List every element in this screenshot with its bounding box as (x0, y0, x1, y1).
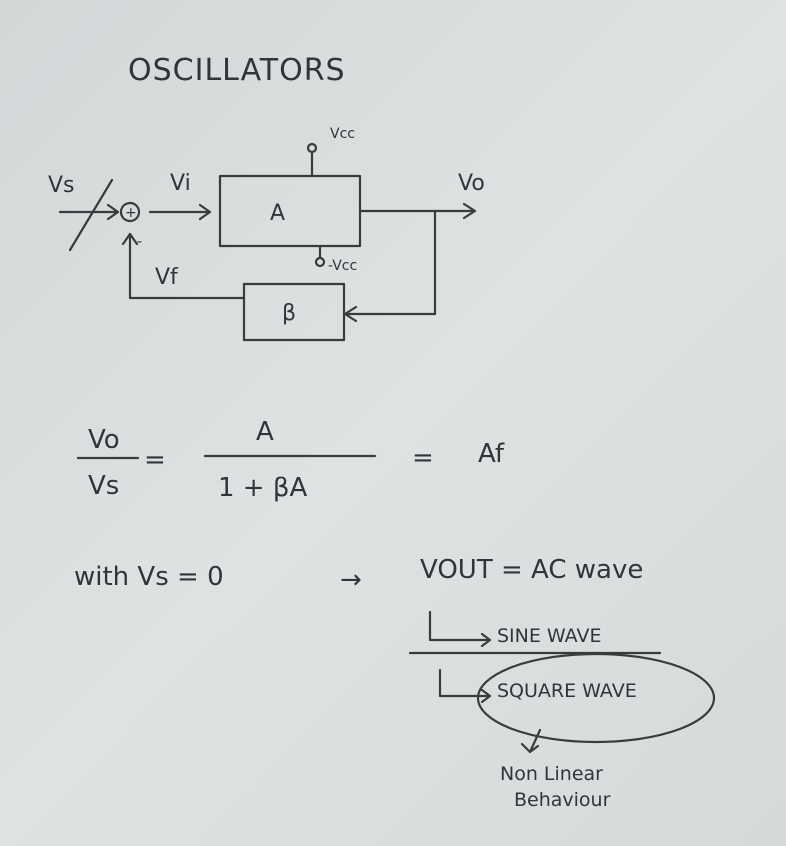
lhs-numerator: Vo (88, 425, 120, 455)
circle-highlight (476, 652, 716, 744)
vcc-terminal (306, 142, 318, 154)
feedback-path (343, 209, 437, 323)
block-diagram: Vs + - Vi A Vcc -Vcc Vo β Vf (48, 126, 485, 342)
lhs-denominator: Vs (88, 471, 119, 501)
rhs-denominator: 1 + βA (218, 473, 307, 503)
strike-line (68, 178, 114, 252)
gain-equation: Vo Vs = A 1 + βA = Af (76, 417, 505, 503)
note-line-2: Behaviour (514, 789, 611, 811)
vf-label: Vf (155, 265, 179, 290)
input-arrow (58, 203, 120, 221)
input-label: Vs (48, 173, 75, 198)
rhs-numerator: A (256, 417, 274, 447)
neg-vcc-terminal (314, 256, 326, 268)
condition-arrow: → (340, 565, 362, 595)
equals-2: = (412, 443, 434, 473)
amplifier-block (218, 174, 362, 248)
feedback-label: β (282, 301, 296, 326)
feedback-block (242, 282, 346, 342)
output-arrow (358, 202, 477, 220)
condition-result: VOUT = AC wave (420, 555, 643, 585)
condition-text: with Vs = 0 (74, 562, 224, 592)
branch-sine: SINE WAVE (497, 625, 601, 647)
neg-vcc-label: -Vcc (328, 258, 357, 274)
summing-junction (119, 201, 141, 223)
note-arrow (520, 728, 542, 754)
vcc-label: Vcc (330, 126, 355, 142)
summer-minus: - (137, 234, 142, 250)
summer-plus: + (125, 205, 137, 221)
equals-1: = (144, 445, 166, 475)
note-line-1: Non Linear (500, 763, 603, 785)
page-title: OSCILLATORS (128, 53, 346, 88)
closed-loop-gain: Af (478, 439, 505, 469)
vi-arrow (148, 203, 212, 221)
output-label: Vo (458, 171, 485, 196)
branch-arrow-square (438, 668, 492, 704)
feedback-return-arrow (121, 232, 246, 300)
branch-arrow-sine (428, 610, 492, 648)
vi-label: Vi (170, 171, 191, 196)
amplifier-label: A (270, 201, 285, 226)
branch-square: SQUARE WAVE (497, 680, 637, 702)
